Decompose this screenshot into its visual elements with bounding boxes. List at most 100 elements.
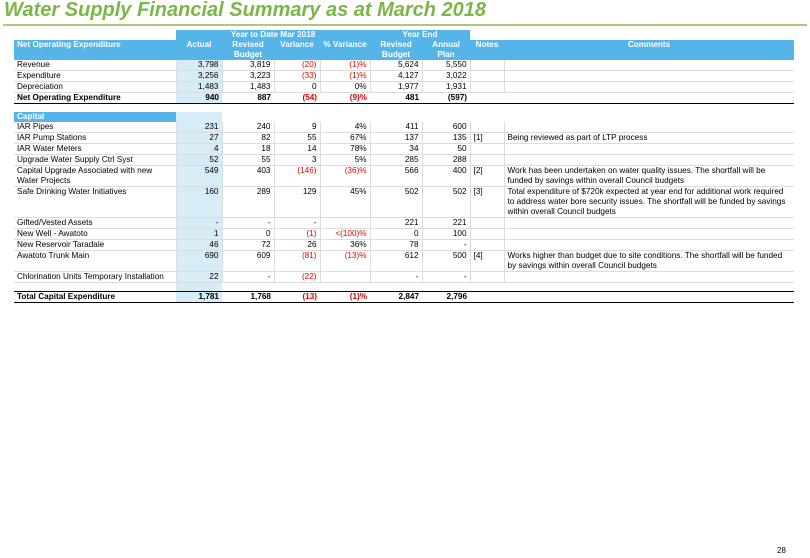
ye-budget-cell: 1,977	[370, 81, 423, 93]
actual-cell: -	[176, 217, 223, 229]
revised-budget-cell: -	[222, 271, 275, 283]
annual-plan-cell: 50	[422, 143, 471, 155]
revised-budget-cell: 82	[222, 132, 275, 144]
row-label: IAR Pipes	[14, 122, 177, 133]
comments-cell	[504, 81, 795, 93]
ye-budget-cell: 411	[370, 122, 423, 133]
comments-cell	[504, 60, 795, 71]
row-label: Expenditure	[14, 70, 177, 82]
col-header-actual: Actual	[176, 40, 222, 60]
ye-budget-cell: 481	[370, 92, 423, 104]
variance-cell: 14	[274, 143, 321, 155]
spacer-row	[14, 282, 794, 292]
spacer-cell	[14, 283, 176, 292]
annual-plan-cell: 221	[422, 217, 471, 229]
spacer-cell	[14, 104, 176, 113]
actual-cell: 22	[176, 271, 223, 283]
spacer-cell	[370, 104, 422, 113]
pct-variance-cell: 78%	[320, 143, 371, 155]
col-header-annual-plan: Annual Plan	[422, 40, 471, 60]
notes-cell	[470, 81, 505, 93]
revised-budget-cell: 0	[222, 228, 275, 240]
ye-budget-cell: 2,847	[370, 291, 423, 303]
ye-budget-cell: 221	[370, 217, 423, 229]
variance-cell: (146)	[274, 165, 321, 187]
year-end-group-header: Year End	[370, 30, 471, 40]
actual-cell: 1,483	[176, 81, 223, 93]
spacer-cell	[176, 282, 222, 292]
ye-budget-cell: 34	[370, 143, 423, 155]
spacer-cell	[320, 104, 370, 113]
comments-cell	[504, 239, 795, 251]
notes-cell	[470, 239, 505, 251]
comments-cell	[504, 217, 795, 229]
row-label: Net Operating Expenditure	[14, 92, 176, 104]
annual-plan-cell: 600	[422, 122, 471, 133]
revised-budget-cell: 55	[222, 154, 275, 166]
row-label: Depreciation	[14, 81, 177, 93]
notes-cell	[470, 228, 505, 240]
page-title: Water Supply Financial Summary as at Mar…	[4, 0, 487, 21]
comments-cell	[504, 70, 795, 82]
annual-plan-cell: 1,931	[422, 81, 471, 93]
notes-cell	[470, 217, 505, 229]
spacer-cell	[274, 104, 320, 113]
ye-budget-cell: 502	[370, 186, 423, 218]
pct-variance-cell: (13)%	[320, 250, 371, 272]
variance-cell: (20)	[274, 60, 321, 71]
actual-cell	[176, 112, 222, 122]
notes-cell	[470, 60, 505, 71]
comments-cell	[504, 271, 795, 283]
notes-cell: [3]	[470, 186, 505, 218]
title-underline	[3, 24, 807, 26]
variance-cell: -	[274, 217, 321, 229]
comments-cell	[504, 228, 795, 240]
comments-cell: Work has been undertaken on water qualit…	[504, 165, 795, 187]
revised-budget-cell: 72	[222, 239, 275, 251]
ytd-group-header: Year to Date Mar 2018	[176, 30, 371, 40]
pct-variance-cell: (36)%	[320, 165, 371, 187]
spacer-cell	[504, 112, 794, 122]
header-group-row: Year to Date Mar 2018 Year End	[14, 30, 795, 40]
revised-budget-cell: -	[222, 217, 275, 229]
spacer-cell	[222, 283, 274, 292]
table-row: Capital Upgrade Associated with new Wate…	[14, 165, 795, 187]
actual-cell: 160	[176, 186, 223, 218]
annual-plan-cell: -	[422, 271, 471, 283]
annual-plan-cell: (597)	[422, 92, 471, 104]
revised-budget-cell: 18	[222, 143, 275, 155]
annual-plan-cell: 502	[422, 186, 471, 218]
spacer-row	[14, 104, 794, 113]
annual-plan-cell: 135	[422, 132, 471, 144]
row-label: IAR Pump Stations	[14, 132, 177, 144]
spacer-cell	[274, 112, 320, 122]
annual-plan-cell: -	[422, 239, 471, 251]
variance-cell: 0	[274, 81, 321, 93]
revised-budget-cell: 609	[222, 250, 275, 272]
col-header-variance: Variance	[274, 40, 320, 60]
variance-cell: 129	[274, 186, 321, 218]
revised-budget-cell: 3,819	[222, 60, 275, 71]
actual-cell: 690	[176, 250, 223, 272]
page-number: 28	[777, 546, 786, 555]
pct-variance-cell: 4%	[320, 122, 371, 133]
notes-cell: [4]	[470, 250, 505, 272]
table-row: Chlorination Units Temporary Installatio…	[14, 271, 795, 283]
pct-variance-cell: 5%	[320, 154, 371, 166]
actual-cell: 3,798	[176, 60, 223, 71]
ye-budget-cell: 0	[370, 228, 423, 240]
notes-cell	[470, 92, 505, 104]
comments-cell: Works higher than budget due to site con…	[504, 250, 795, 272]
variance-cell: (13)	[274, 291, 320, 303]
actual-cell: 52	[176, 154, 223, 166]
spacer-cell	[320, 112, 370, 122]
annual-plan-cell: 3,022	[422, 70, 471, 82]
spacer-cell	[470, 104, 504, 113]
notes-cell: [1]	[470, 132, 505, 144]
actual-cell: 940	[176, 92, 222, 104]
spacer-cell	[320, 283, 370, 292]
